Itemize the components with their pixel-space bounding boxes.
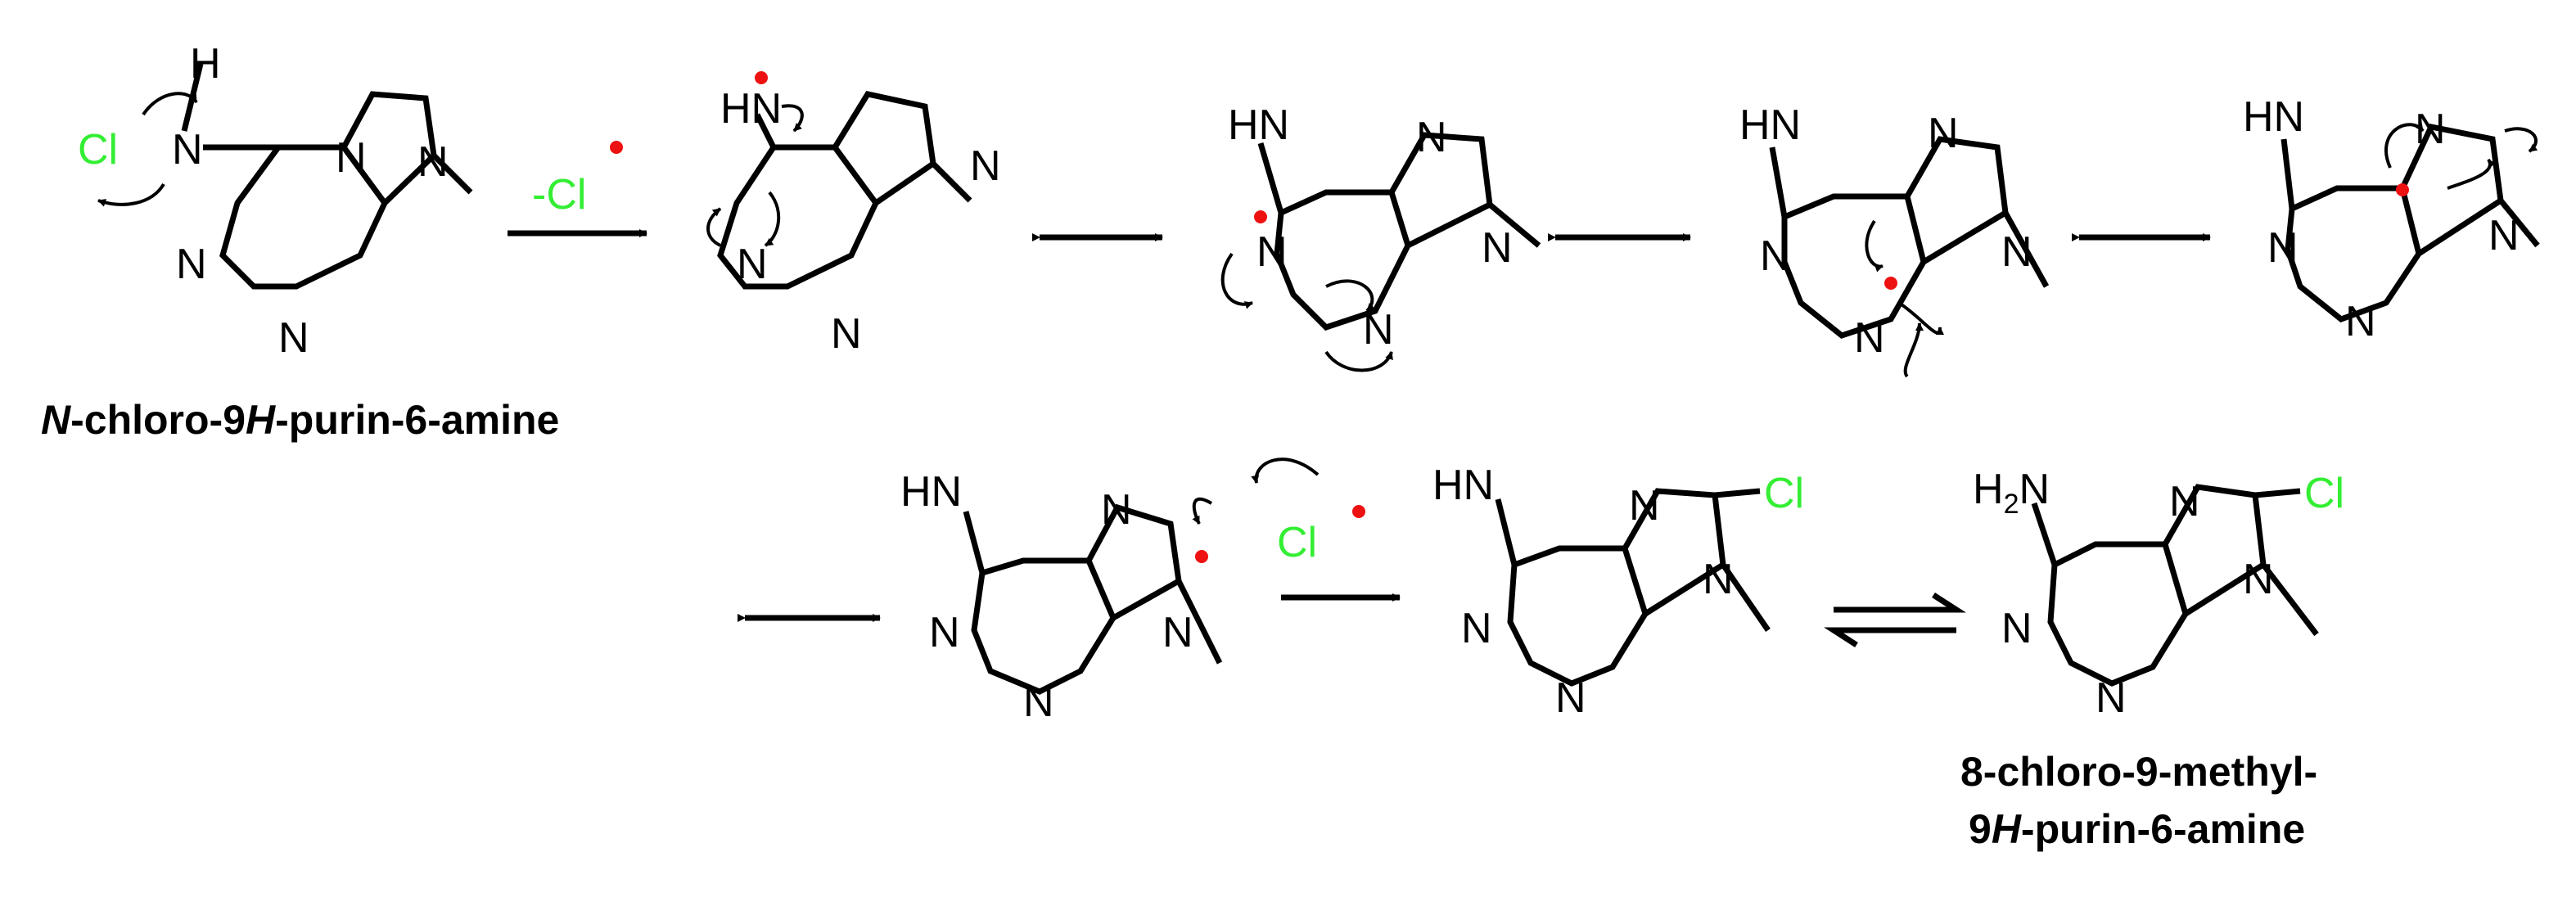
atom-n9: N — [970, 142, 1001, 190]
atom-n9: N — [417, 138, 449, 186]
atom-n3: N — [831, 310, 862, 358]
atom-hn: HN — [720, 85, 782, 133]
atom-n7: N — [1101, 486, 1132, 534]
atom-n7: N — [1416, 114, 1447, 161]
radical-dot-icon — [755, 71, 768, 84]
name-product-line2-part2: H — [1992, 806, 2022, 852]
atom-hn: HN — [1432, 462, 1494, 509]
molecule-n-chloro-purinamine: N H Cl N N N N — [78, 40, 473, 362]
molecule-n1-radical: HN N N N N — [1220, 101, 1541, 372]
atom-n3: N — [2096, 674, 2127, 722]
name-product-line2-part3: -purin-6-amine — [2021, 806, 2305, 852]
atom-n-amine: N — [172, 126, 203, 174]
svg-text:N-chloro-9H-purin-6-amine: N-chloro-9H-purin-6-amine — [41, 397, 559, 443]
name-product-line1: 8-chloro-9-methyl- — [1960, 749, 2317, 795]
atom-n9: N — [2001, 228, 2032, 276]
atom-hn: HN — [2243, 93, 2304, 141]
atom-hn: HN — [900, 468, 962, 516]
molecule-8-chloro-9-methylpurinamine: H2N N N N N Cl — [1973, 466, 2344, 722]
atom-n7: N — [336, 134, 367, 182]
reaction-arrow-chlorine-addition: Cl — [1277, 505, 1401, 602]
atom-n1: N — [176, 241, 207, 288]
atom-n9: N — [2243, 556, 2274, 603]
atom-n1: N — [737, 241, 768, 288]
name-start-part4: -purin-6-amine — [275, 397, 559, 443]
name-product-line2-part1: 9 — [1969, 806, 1992, 852]
atom-n1: N — [1256, 228, 1288, 276]
atom-nh2-h: H — [1973, 466, 2004, 513]
atom-n3: N — [1363, 306, 1394, 354]
radical-dot-icon — [1254, 210, 1267, 223]
atom-nh2: H2N — [1973, 466, 2050, 520]
name-start-part1: N — [41, 397, 71, 443]
atom-n9: N — [1703, 556, 1734, 603]
atom-n1: N — [1760, 232, 1791, 280]
atom-n7: N — [1629, 482, 1660, 530]
equilibrium-arrow — [1824, 593, 1966, 647]
atom-n1: N — [929, 609, 960, 656]
radical-dot-icon — [1884, 277, 1897, 290]
radical-dot-icon — [610, 141, 623, 154]
radical-dot-icon — [2396, 183, 2409, 196]
atom-n3: N — [1555, 674, 1586, 722]
loss-chlorine-label: -Cl — [532, 171, 586, 219]
name-start-part2: -chloro-9 — [70, 397, 246, 443]
name-start-compound: N-chloro-9H-purin-6-amine — [41, 397, 559, 443]
name-product-compound: 8-chloro-9-methyl- 9H-purin-6-amine — [1960, 749, 2317, 852]
atom-n3: N — [2345, 298, 2376, 345]
atom-cl: Cl — [2304, 470, 2344, 517]
atom-nh2-subscript: 2 — [2004, 489, 2019, 520]
atom-n3: N — [1854, 314, 1885, 362]
chlorine-radical-label: Cl — [1277, 519, 1317, 566]
atom-n9: N — [2488, 212, 2520, 259]
molecule-c8-radical: HN N N N N — [900, 458, 1320, 726]
atom-n9: N — [1482, 224, 1513, 272]
atom-n7: N — [2169, 478, 2200, 525]
atom-n1: N — [2267, 224, 2299, 272]
molecule-aminyl-radical: HN N N N — [706, 71, 1001, 358]
molecule-8-chloro-imino-tautomer: HN N N N N Cl — [1432, 462, 1804, 722]
atom-nh2-n: N — [2019, 466, 2050, 513]
radical-dot-icon — [1352, 505, 1365, 518]
atom-n3: N — [278, 314, 309, 362]
atom-hn: HN — [1228, 101, 1289, 149]
atom-n3: N — [1023, 678, 1054, 726]
svg-text:9H-purin-6-amine: 9H-purin-6-amine — [1969, 806, 2305, 852]
name-start-part3: H — [246, 397, 276, 443]
atom-cl: Cl — [1764, 470, 1804, 517]
molecule-c5-radical: HN N N N N — [1739, 101, 2050, 378]
atom-cl-start: Cl — [78, 126, 118, 174]
atom-h: H — [190, 40, 221, 88]
atom-hn: HN — [1739, 101, 1801, 149]
reaction-arrow-chlorine-loss: -Cl — [508, 141, 647, 237]
atom-n1: N — [2001, 605, 2032, 652]
atom-n9: N — [1162, 609, 1193, 656]
atom-n1: N — [1461, 605, 1492, 652]
molecule-c4-radical: HN N N N N — [2243, 93, 2540, 345]
atom-n7: N — [1928, 110, 1959, 157]
radical-dot-icon — [1195, 550, 1208, 563]
